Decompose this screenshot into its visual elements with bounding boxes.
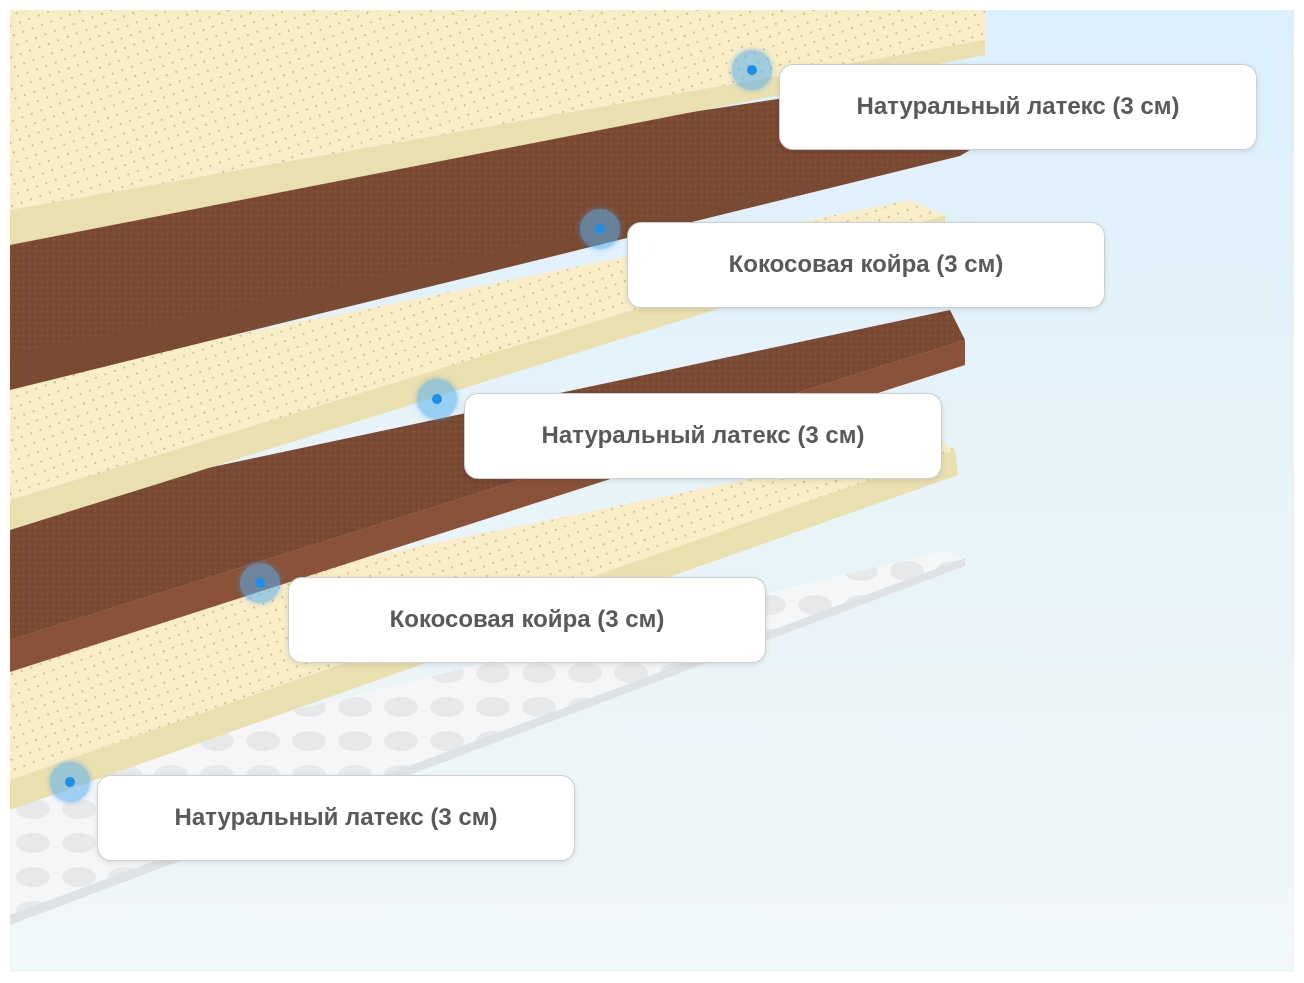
layer-5-label: Натуральный латекс (3 см) bbox=[174, 804, 498, 831]
layer-1-latex-edge bbox=[10, 40, 985, 245]
layer-2-label: Кокосовая койра (3 см) bbox=[728, 251, 1004, 278]
layer-4-label: Кокосовая койра (3 см) bbox=[389, 606, 665, 633]
layer-3-label: Натуральный латекс (3 см) bbox=[541, 422, 865, 449]
layer-2-coir-top bbox=[10, 70, 970, 365]
layer-3-marker bbox=[417, 379, 457, 419]
layer-4-callout: Кокосовая койра (3 см) bbox=[288, 577, 766, 663]
layer-1-callout: Натуральный латекс (3 см) bbox=[779, 64, 1257, 150]
layer-2-marker bbox=[580, 209, 620, 249]
layer-5-marker bbox=[50, 762, 90, 802]
layer-1-marker bbox=[732, 50, 772, 90]
mattress-layers-diagram: Натуральный латекс (3 см) Кокосовая койр… bbox=[10, 10, 1294, 972]
layer-3-callout: Натуральный латекс (3 см) bbox=[464, 393, 942, 479]
layer-1-label: Натуральный латекс (3 см) bbox=[856, 93, 1180, 120]
layer-5-callout: Натуральный латекс (3 см) bbox=[97, 775, 575, 861]
layer-2-callout: Кокосовая койра (3 см) bbox=[627, 222, 1105, 308]
layer-4-marker bbox=[240, 563, 280, 603]
layer-2-coir-edge bbox=[10, 150, 970, 390]
